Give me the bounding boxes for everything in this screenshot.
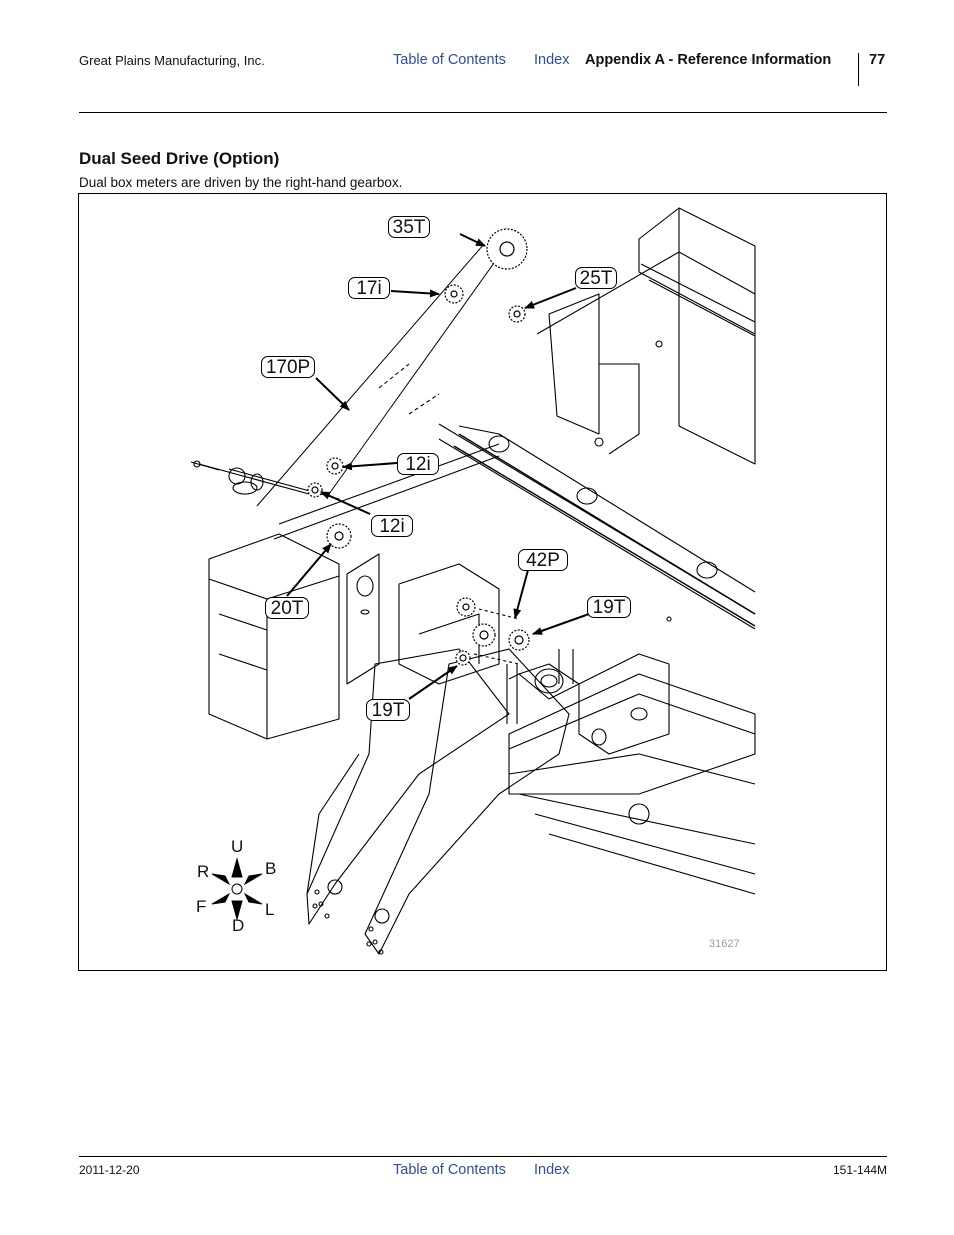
- footer-index-link[interactable]: Index: [534, 1162, 570, 1178]
- compass-left-label: L: [265, 900, 275, 919]
- footer-table-of-contents-link[interactable]: Table of Contents: [393, 1162, 506, 1178]
- callout-35t: 35T: [388, 216, 430, 238]
- footer-rule: [79, 1156, 887, 1157]
- header-rule: [79, 112, 887, 113]
- callout-42p: 42P: [518, 549, 568, 571]
- callout-25t: 25T: [575, 267, 617, 289]
- compass-rose-icon: [211, 857, 263, 921]
- company-name: Great Plains Manufacturing, Inc.: [79, 53, 265, 68]
- compass-up-label: U: [231, 837, 244, 856]
- callout-170p: 170P: [261, 356, 315, 378]
- callout-19t-left: 19T: [366, 699, 410, 721]
- compass-right-label: R: [197, 862, 210, 881]
- parts-diagram: 35T 17i 25T 170P 12i 12i 42P 20T 19T 19T…: [78, 193, 887, 971]
- callout-20t: 20T: [265, 597, 309, 619]
- callout-12i-lower: 12i: [371, 515, 413, 537]
- header-table-of-contents-link[interactable]: Table of Contents: [393, 52, 506, 68]
- section-description: Dual box meters are driven by the right-…: [79, 175, 403, 190]
- callout-17i: 17i: [348, 277, 390, 299]
- section-heading: Appendix A - Reference Information: [585, 52, 832, 68]
- compass-front-label: F: [196, 897, 207, 916]
- page-number: 77: [869, 52, 886, 68]
- compass-back-label: B: [265, 859, 277, 878]
- machine-illustration: [190, 207, 756, 955]
- footer-document-number: 151-144M: [833, 1163, 888, 1177]
- figure-id: 31627: [709, 938, 740, 950]
- footer-date: 2011-12-20: [79, 1163, 140, 1177]
- header-divider: [858, 53, 859, 86]
- compass-down-label: D: [232, 916, 245, 935]
- header-index-link[interactable]: Index: [534, 52, 570, 68]
- callout-19t-right: 19T: [587, 596, 631, 618]
- callout-12i-upper: 12i: [397, 453, 439, 475]
- page-title: Dual Seed Drive (Option): [79, 149, 280, 168]
